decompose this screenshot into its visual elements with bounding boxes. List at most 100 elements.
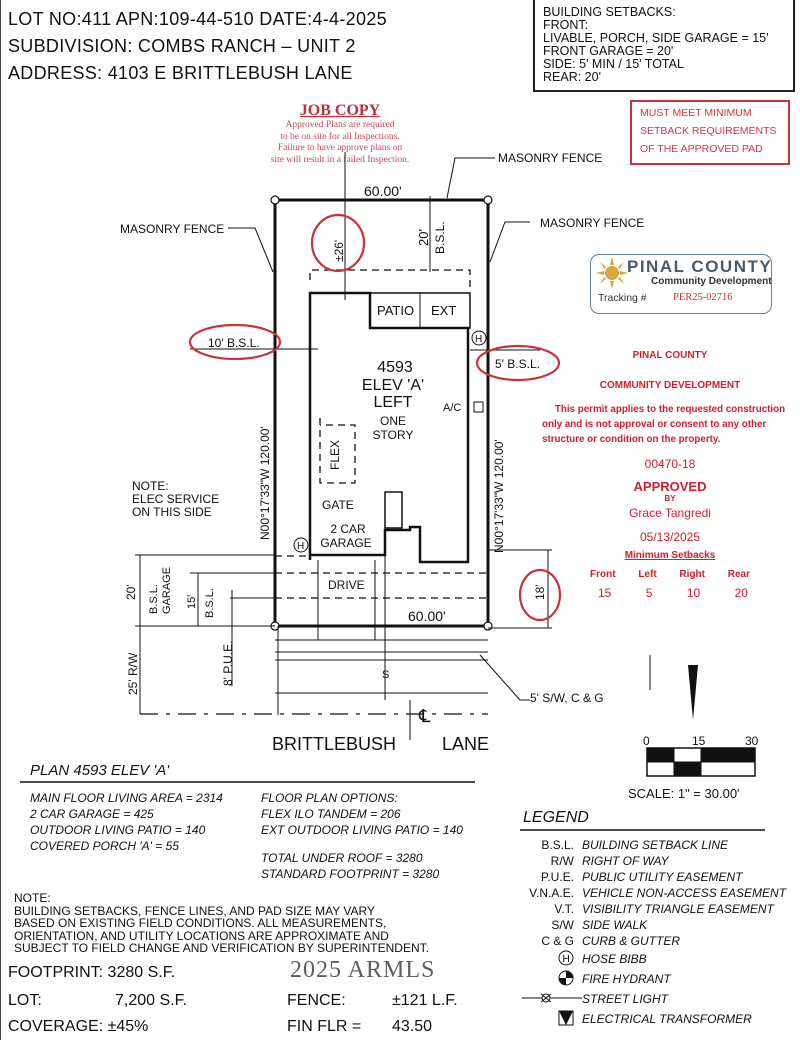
sidewalk-curb-label: 5' S/W, C & G: [530, 691, 604, 705]
legend-abbr: P.U.E.: [540, 870, 574, 884]
sewer-label: S: [382, 669, 389, 681]
garage-label: GARAGE: [320, 536, 371, 550]
plan-number: 4593: [377, 359, 413, 376]
rear-dim-circle: [310, 213, 366, 273]
approver-name: Grace Tangredi: [629, 506, 711, 520]
hose-bibb-icon: H: [293, 537, 309, 553]
right-of-way-label: 25' R/W: [126, 652, 140, 695]
legend-symbol: [510, 970, 582, 989]
fire-hydrant-icon: [558, 970, 574, 985]
north-arrow-icon: [688, 665, 698, 720]
option-line: FLEX ILO TANDEM = 206: [261, 807, 401, 821]
masonry-fence-label-top: MASONRY FENCE: [498, 151, 602, 165]
setbacks-line: FRONT:: [543, 18, 589, 32]
job-copy-title: JOB COPY: [299, 102, 381, 119]
mls-watermark: 2025 ARMLS: [290, 957, 436, 983]
subdivision: SUBDIVISION: COMBS RANCH – UNIT 2: [8, 36, 356, 56]
value-rear: 20: [734, 586, 748, 600]
lot-area: 7,200 S.F.: [115, 992, 188, 1009]
ac-label: A/C: [443, 402, 461, 414]
job-copy-line: Failure to have approve plans on: [277, 143, 403, 153]
disclaimer-line: This permit applies to the requested con…: [554, 404, 786, 415]
area-line: 2 CAR GARAGE = 425: [30, 807, 154, 821]
legend-text: RIGHT OF WAY: [582, 854, 669, 868]
front-dimension: 18': [533, 584, 547, 600]
lot-boundary: [273, 198, 490, 628]
plan-areas-left: MAIN FLOOR LIVING AREA = 2314 2 CAR GARA…: [30, 790, 223, 854]
legend-item: ELECTRICAL TRANSFORMER: [510, 1009, 786, 1029]
right-bearing: N00°17'33"W 120.00': [492, 439, 506, 553]
flex-label: FLEX: [328, 440, 342, 470]
lot-apn-date: LOT NO:411 APN:109-44-510 DATE:4-4-2025: [8, 9, 387, 29]
approval-org: PINAL COUNTY: [632, 350, 708, 361]
electrical-transformer-icon: [558, 1010, 574, 1025]
approval-block: PINAL COUNTY COMMUNITY DEVELOPMENT This …: [540, 350, 800, 600]
approval-number: 00470-18: [644, 457, 696, 471]
stamp-dept: Community Development: [651, 276, 772, 287]
pue-label: 8' P.U.E.: [221, 641, 235, 686]
scale-label: SCALE: 1" = 30.00': [628, 786, 740, 801]
setbacks-line: REAR: 20': [543, 70, 601, 84]
plan-title: PLAN 4593 ELEV 'A': [30, 762, 170, 779]
legend-text: BUILDING SETBACK LINE: [582, 838, 729, 852]
tracking-number: PER25-02716: [673, 292, 733, 303]
street-light-icon: [522, 993, 582, 1002]
lot-label: LOT:: [8, 992, 42, 1009]
header-front: Front: [590, 569, 616, 580]
elevation-label: ELEV 'A': [362, 377, 424, 394]
area-line: COVERED PORCH 'A' = 55: [30, 839, 179, 853]
plan-options: FLOOR PLAN OPTIONS: FLEX ILO TANDEM = 20…: [261, 790, 463, 882]
legend-text: STREET LIGHT: [582, 992, 669, 1006]
warning-line: OF THE APPROVED PAD: [640, 143, 763, 155]
approval-by: BY: [664, 494, 676, 503]
stories-label: STORY: [373, 428, 414, 442]
right-side-bsl: 5' B.S.L.: [495, 357, 540, 371]
gate-label: GATE: [322, 498, 354, 512]
fence-length: ±121 L.F.: [392, 992, 458, 1009]
site-note: NOTE: BUILDING SETBACKS, FENCE LINES, AN…: [14, 892, 429, 955]
stamp-county: PINAL COUNTY: [627, 257, 773, 276]
lot-width-bottom: 60.00': [408, 608, 446, 624]
setbacks-line: LIVABLE, PORCH, SIDE GARAGE = 15': [543, 31, 769, 45]
note-line: ORIENTATION, AND UTILITY LOCATIONS ARE A…: [14, 928, 389, 943]
front-bsl-label: B.S.L.: [204, 588, 216, 618]
patio-label: PATIO: [377, 303, 414, 318]
legend-item: V.N.A.E. VEHICLE NON-ACCESS EASEMENT: [510, 885, 786, 901]
header-rear: Rear: [727, 569, 750, 580]
minimum-setback-warning: MUST MEET MINIMUM SETBACK REQUIREMENTS O…: [630, 100, 790, 165]
legend-text: FIRE HYDRANT: [582, 972, 671, 986]
address: ADDRESS: 4103 E BRITTLEBUSH LANE: [8, 63, 353, 83]
hose-bibb-glyph: H: [563, 954, 570, 965]
job-copy-line: to be on site for all Inspections.: [280, 131, 400, 142]
left-bsl-circle: [188, 323, 282, 361]
legend-text: SIDE WALK: [582, 918, 648, 932]
rear-setback-value: 20': [416, 229, 431, 246]
legend-text: VEHICLE NON-ACCESS EASEMENT: [582, 886, 787, 900]
approval-date: 05/13/2025: [639, 530, 701, 544]
front-dim-circle: [518, 568, 562, 622]
garage-bsl-value: 20': [124, 584, 138, 600]
header-left: Left: [638, 569, 657, 580]
warning-line: MUST MEET MINIMUM: [640, 107, 752, 119]
lot-width-top: 60.00': [364, 183, 402, 199]
job-copy-line: site will result in a failed Inspection.: [270, 154, 410, 165]
legend-item: P.U.E.PUBLIC UTILITY EASEMENT: [510, 869, 786, 885]
footprint: FOOTPRINT: 3280 S.F.: [8, 964, 176, 981]
drive-label: DRIVE: [328, 578, 365, 592]
finish-floor-value: 43.50: [392, 1018, 433, 1035]
scale-tick: 0: [643, 734, 650, 748]
disclaimer-line: only and is not approval or consent to a…: [542, 419, 767, 430]
legend-abbr: V.N.A.E.: [529, 886, 574, 900]
scale-tick: 15: [692, 734, 706, 748]
masonry-fence-label-right: MASONRY FENCE: [540, 216, 644, 230]
option-line: EXT OUTDOOR LIVING PATIO = 140: [261, 823, 463, 837]
note-title: NOTE:: [14, 891, 51, 905]
hose-bibb-icon: H: [558, 950, 574, 965]
legend-symbol: [510, 1010, 582, 1029]
approval-dept: COMMUNITY DEVELOPMENT: [599, 380, 741, 391]
pinal-county-stamp: PINAL COUNTY Community Development Track…: [590, 254, 772, 314]
